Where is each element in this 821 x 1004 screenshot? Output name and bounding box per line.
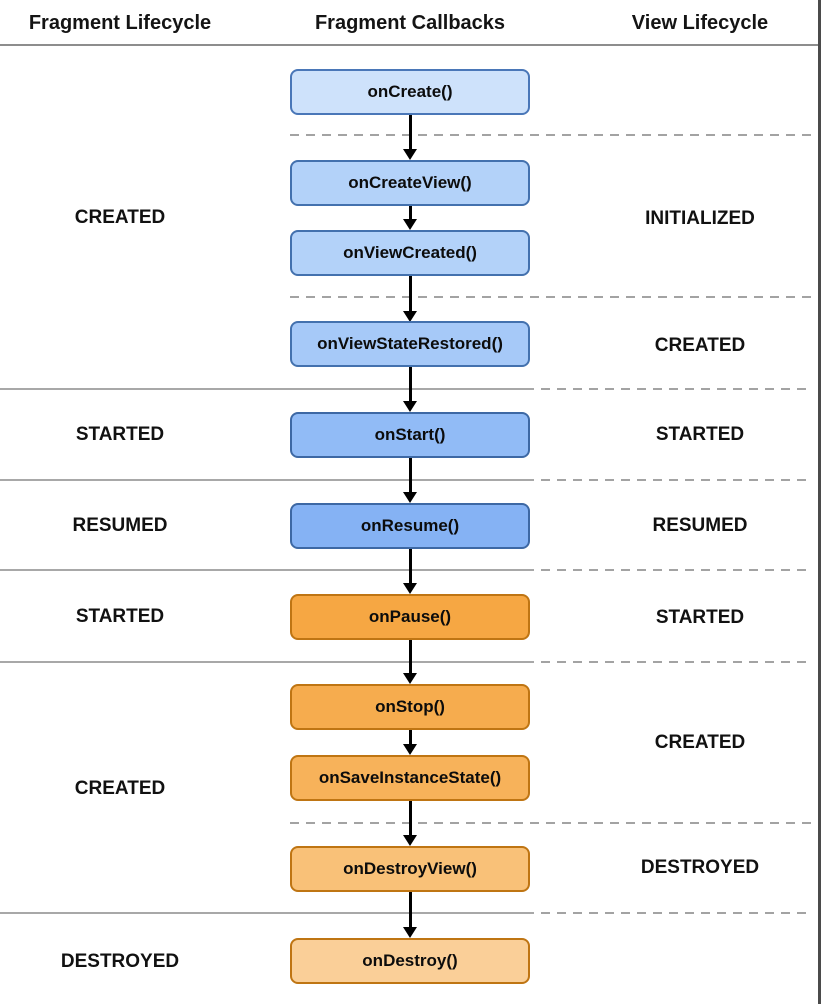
column-title-fragment-lifecycle: Fragment Lifecycle	[28, 12, 212, 34]
view-state-initialized: INITIALIZED	[645, 208, 755, 229]
callback-on-destroy-view: onDestroyView()	[290, 846, 530, 892]
flow-arrow	[403, 458, 417, 503]
separator-solid	[0, 661, 534, 663]
flow-arrow	[403, 730, 417, 755]
callback-on-start: onStart()	[290, 412, 530, 458]
fragment-state-resumed: RESUMED	[72, 515, 168, 536]
separator-dashed	[541, 569, 812, 571]
callback-on-view-state-restored: onViewStateRestored()	[290, 321, 530, 367]
fragment-state-destroyed: DESTROYED	[60, 951, 180, 972]
fragment-state-started-b: STARTED	[75, 606, 165, 627]
separator-solid	[0, 912, 534, 914]
separator-solid	[0, 388, 534, 390]
separator-solid	[0, 569, 534, 571]
view-state-started-a: STARTED	[655, 424, 745, 445]
view-state-destroyed: DESTROYED	[640, 857, 760, 878]
right-frame-line	[818, 0, 821, 1004]
view-state-created-b: CREATED	[654, 732, 746, 753]
flow-arrow	[403, 801, 417, 846]
flow-arrow	[403, 640, 417, 684]
column-title-fragment-callbacks: Fragment Callbacks	[314, 12, 506, 34]
callback-on-pause: onPause()	[290, 594, 530, 640]
callback-on-save-instance-state: onSaveInstanceState()	[290, 755, 530, 801]
callback-on-destroy: onDestroy()	[290, 938, 530, 984]
flow-arrow	[403, 115, 417, 160]
callback-on-view-created: onViewCreated()	[290, 230, 530, 276]
separator-dashed	[541, 388, 812, 390]
view-state-created-a: CREATED	[654, 335, 746, 356]
separator-dashed	[290, 134, 812, 136]
separator-dashed	[290, 296, 812, 298]
callback-on-create-view: onCreateView()	[290, 160, 530, 206]
column-title-view-lifecycle: View Lifecycle	[631, 12, 769, 34]
header-divider-line	[0, 44, 821, 46]
separator-dashed	[290, 822, 812, 824]
view-state-started-b: STARTED	[655, 607, 745, 628]
flow-arrow	[403, 367, 417, 412]
fragment-state-started-a: STARTED	[75, 424, 165, 445]
separator-dashed	[541, 912, 812, 914]
separator-dashed	[541, 661, 812, 663]
callback-on-stop: onStop()	[290, 684, 530, 730]
view-state-resumed: RESUMED	[652, 515, 748, 536]
flow-arrow	[403, 206, 417, 230]
flow-arrow	[403, 549, 417, 594]
flow-arrow	[403, 276, 417, 322]
callback-on-resume: onResume()	[290, 503, 530, 549]
fragment-state-created-a: CREATED	[74, 207, 166, 228]
flow-arrow	[403, 892, 417, 938]
separator-dashed	[541, 479, 812, 481]
separator-solid	[0, 479, 534, 481]
fragment-state-created-b: CREATED	[74, 778, 166, 799]
callback-on-create: onCreate()	[290, 69, 530, 115]
